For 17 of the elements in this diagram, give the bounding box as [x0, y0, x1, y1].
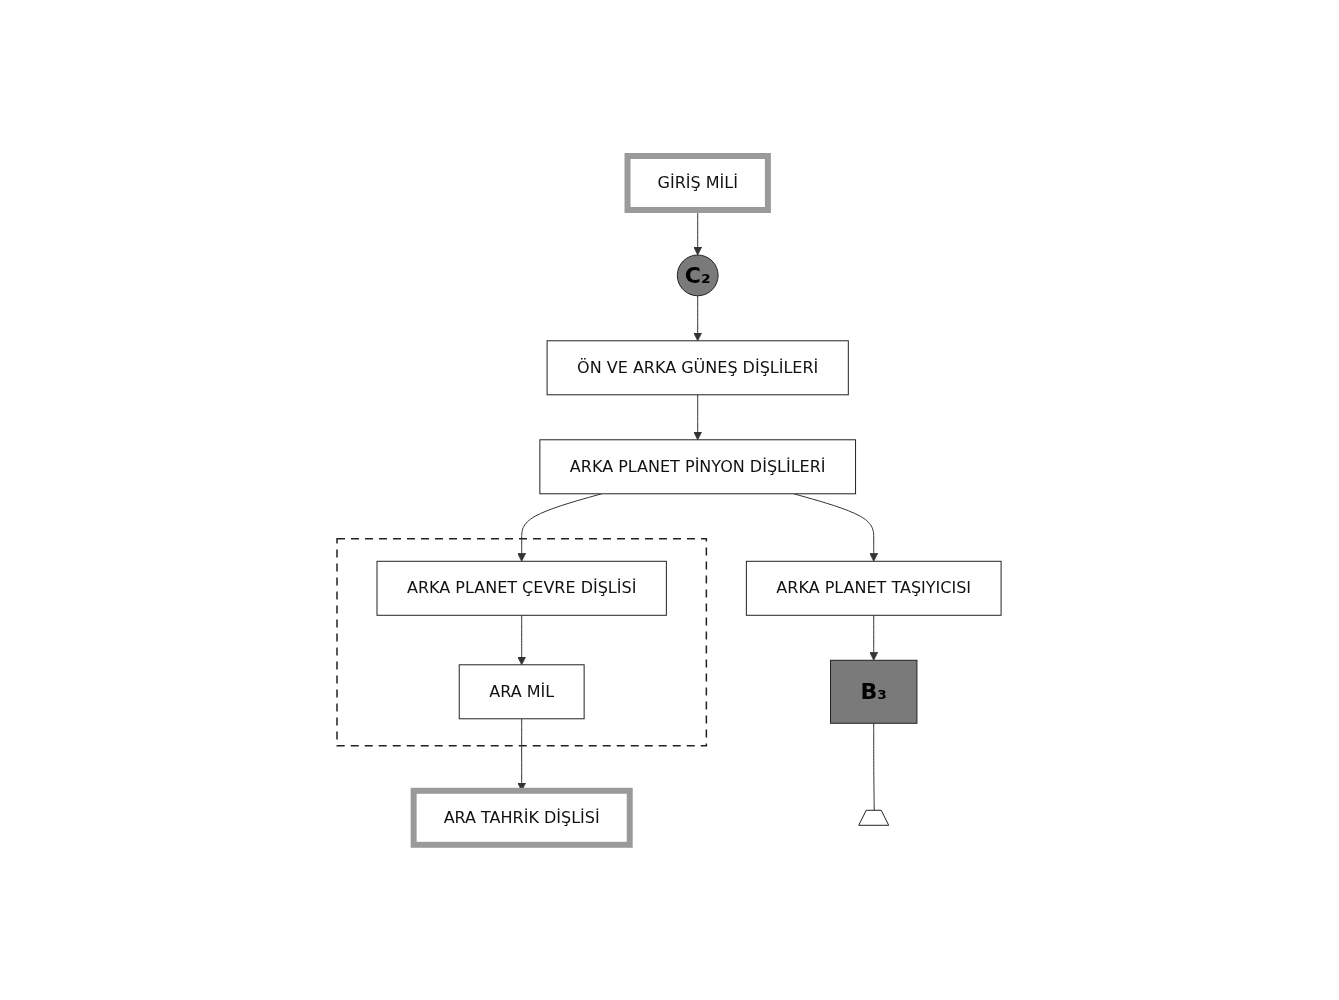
- arrow: [693, 294, 703, 341]
- arrow: [793, 492, 879, 562]
- node-box: ARKA PLANET ÇEVRE DİŞLİSİ: [376, 560, 668, 616]
- connector: [873, 722, 876, 811]
- node-box: ARA TAHRİK DİŞLİSİ: [411, 787, 634, 848]
- cluster: [336, 537, 708, 747]
- node-box: B₃: [830, 659, 918, 724]
- node-box: GİRİŞ MİLİ: [625, 152, 772, 213]
- arrow: [693, 393, 703, 440]
- node-circle: C₂: [677, 254, 720, 296]
- arrow: [869, 614, 879, 661]
- node-box: ARKA PLANET PİNYON DİŞLİLERİ: [539, 438, 857, 494]
- node-box: ARA MİL: [459, 663, 586, 719]
- node-box: ÖN VE ARKA GÜNEŞ DİŞLİLERİ: [547, 339, 850, 395]
- node-ground: [858, 809, 890, 826]
- node-box: ARKA PLANET TAŞIYICISI: [746, 560, 1003, 616]
- arrow: [517, 614, 527, 665]
